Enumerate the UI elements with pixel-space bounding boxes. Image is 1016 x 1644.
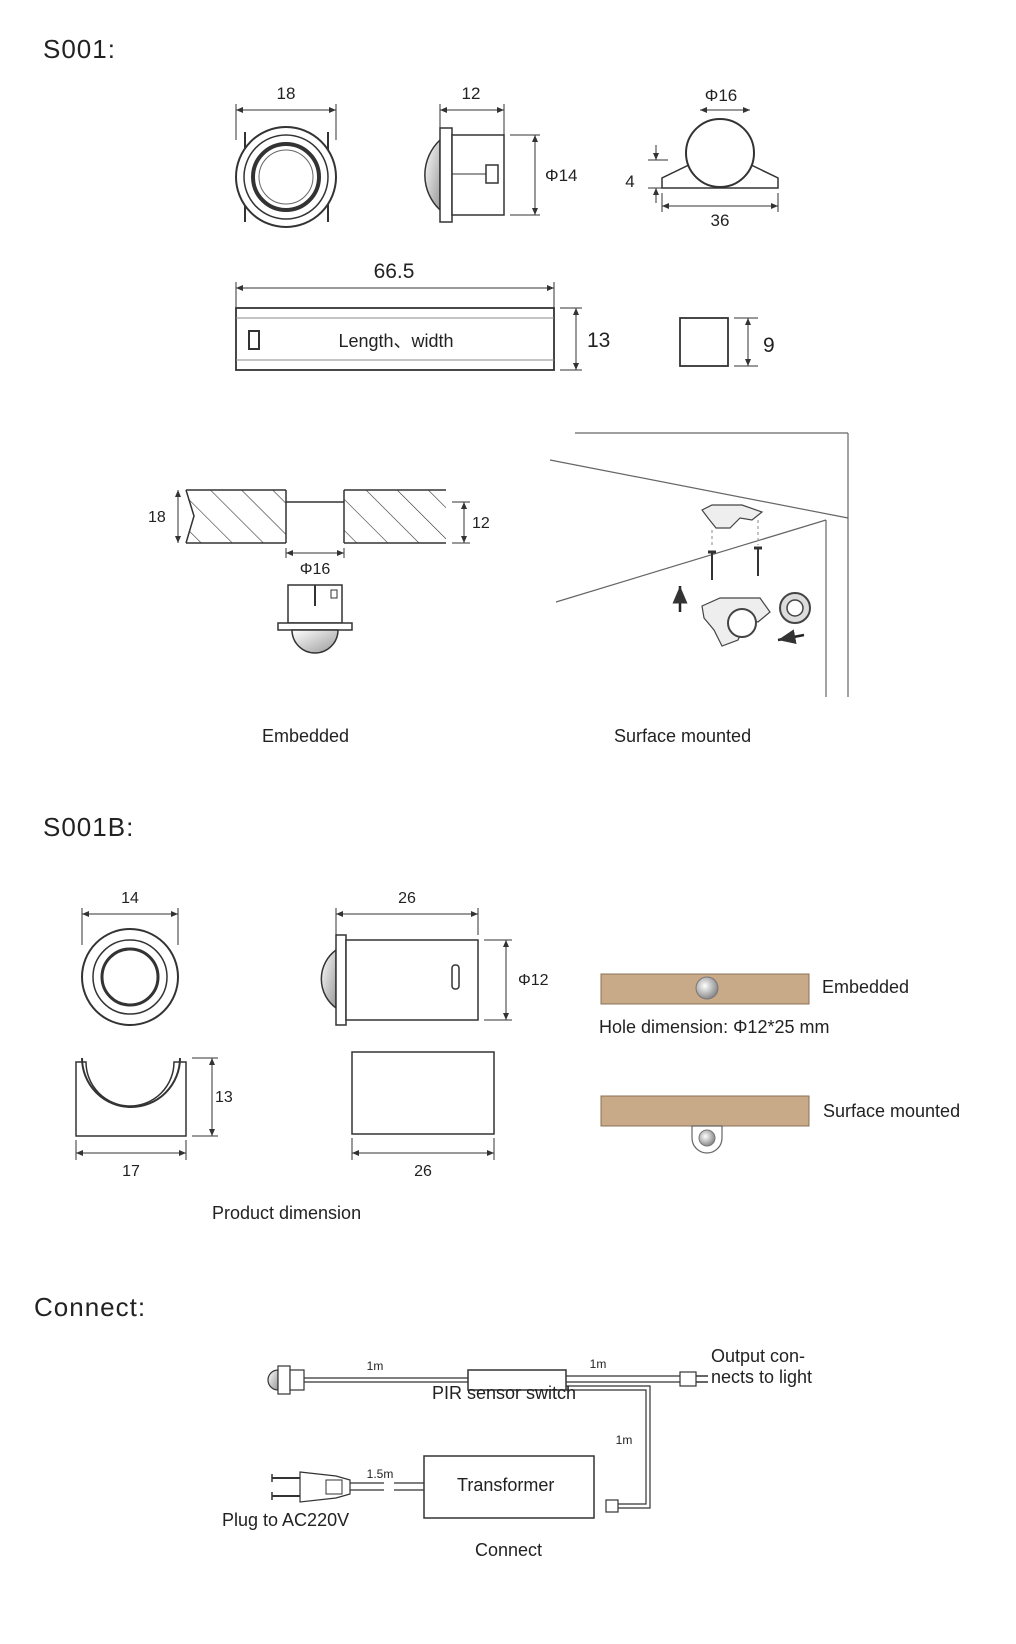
label-pir-switch: PIR sensor switch [432,1383,577,1403]
output-connector [679,1371,708,1387]
len-output: 1m [590,1357,607,1371]
dim-panel-thickness: 18 [148,509,166,526]
dim-side-diameter: Φ14 [545,166,577,185]
connect-length-labels: 1m 1m 1m 1.5m [367,1357,633,1481]
caption-product-dimension: Product dimension [212,1203,362,1223]
dim-front-width: 18 [277,84,296,103]
dim-clip-width: 36 [711,211,730,230]
s001b-clip-view [75,1057,218,1160]
s001-drawings: 18 12 Φ14 Φ16 4 36 66.5 13 Length、width … [0,0,1016,740]
s001b-side-view [320,908,512,1026]
s001-end-view [679,317,758,367]
pir-switch-box [467,1369,567,1391]
dim-clip-diameter: Φ16 [705,86,737,105]
dim-b-clip-width: 17 [122,1163,140,1180]
s001b-wood-embedded [600,973,810,1005]
s001b-dimension-labels: 14 26 Φ12 13 17 26 [121,890,549,1180]
s001b-body-view [351,1051,495,1160]
len-vertical: 1m [616,1433,633,1447]
connect-heading: Connect: [34,1292,147,1322]
dim-b-clip-height: 13 [215,1089,233,1106]
s001-dimension-labels: 18 12 Φ14 Φ16 4 36 66.5 13 Length、width … [148,84,775,578]
label-b-surface-mounted: Surface mounted [823,1101,961,1121]
len-plug: 1.5m [367,1467,394,1481]
caption-surface-mounted: Surface mounted [614,726,752,746]
s001b-heading: S001B: [43,812,135,842]
dim-b-body-width: 26 [414,1163,432,1180]
dim-b-side-length: 26 [398,890,416,907]
dim-side-depth: 12 [462,84,481,103]
bar-label: Length、width [338,331,453,351]
dim-b-side-diameter: Φ12 [518,972,549,989]
s001-side-view [424,104,540,223]
dim-clip-height: 4 [625,172,634,191]
caption-embedded: Embedded [262,726,350,746]
embedded-section-drawing [175,489,470,654]
s001-bar-view [235,282,582,371]
s001-heading: S001: [43,34,116,64]
ac-plug [271,1471,351,1503]
s001b-drawings: 14 26 Φ12 13 17 26 [75,890,810,1180]
surface-mounted-drawing [549,432,849,697]
dim-hole-diameter: Φ16 [300,561,331,578]
s001b-wood-surface [600,1095,810,1154]
s001-clip-view [648,107,779,212]
s001b-svg: 14 26 Φ12 13 17 26 [75,890,810,1180]
transformer-box [423,1455,595,1519]
s001-front-view [235,104,337,228]
len-sensor: 1m [367,1359,384,1373]
caption-connect: Connect [475,1540,543,1560]
dim-bar-height: 13 [587,329,610,352]
label-hole-dimension: Hole dimension: Φ12*25 mm [599,1017,830,1037]
s001-svg: 18 12 Φ14 Φ16 4 36 66.5 13 Length、width … [148,84,849,697]
label-output-line1: Output con- [711,1346,806,1366]
dim-b-front-width: 14 [121,890,139,907]
s001b-front-view [81,908,179,1026]
label-plug: Plug to AC220V [222,1510,350,1530]
dim-end-height: 9 [763,334,775,357]
label-transformer: Transformer [457,1475,555,1495]
label-b-embedded: Embedded [822,977,910,997]
dim-hole-depth: 12 [472,515,490,532]
cable-vertical [566,1385,651,1509]
connect-sensor-head [267,1365,305,1395]
dim-bar-length: 66.5 [374,260,415,283]
label-output-line2: nects to light [711,1367,813,1387]
